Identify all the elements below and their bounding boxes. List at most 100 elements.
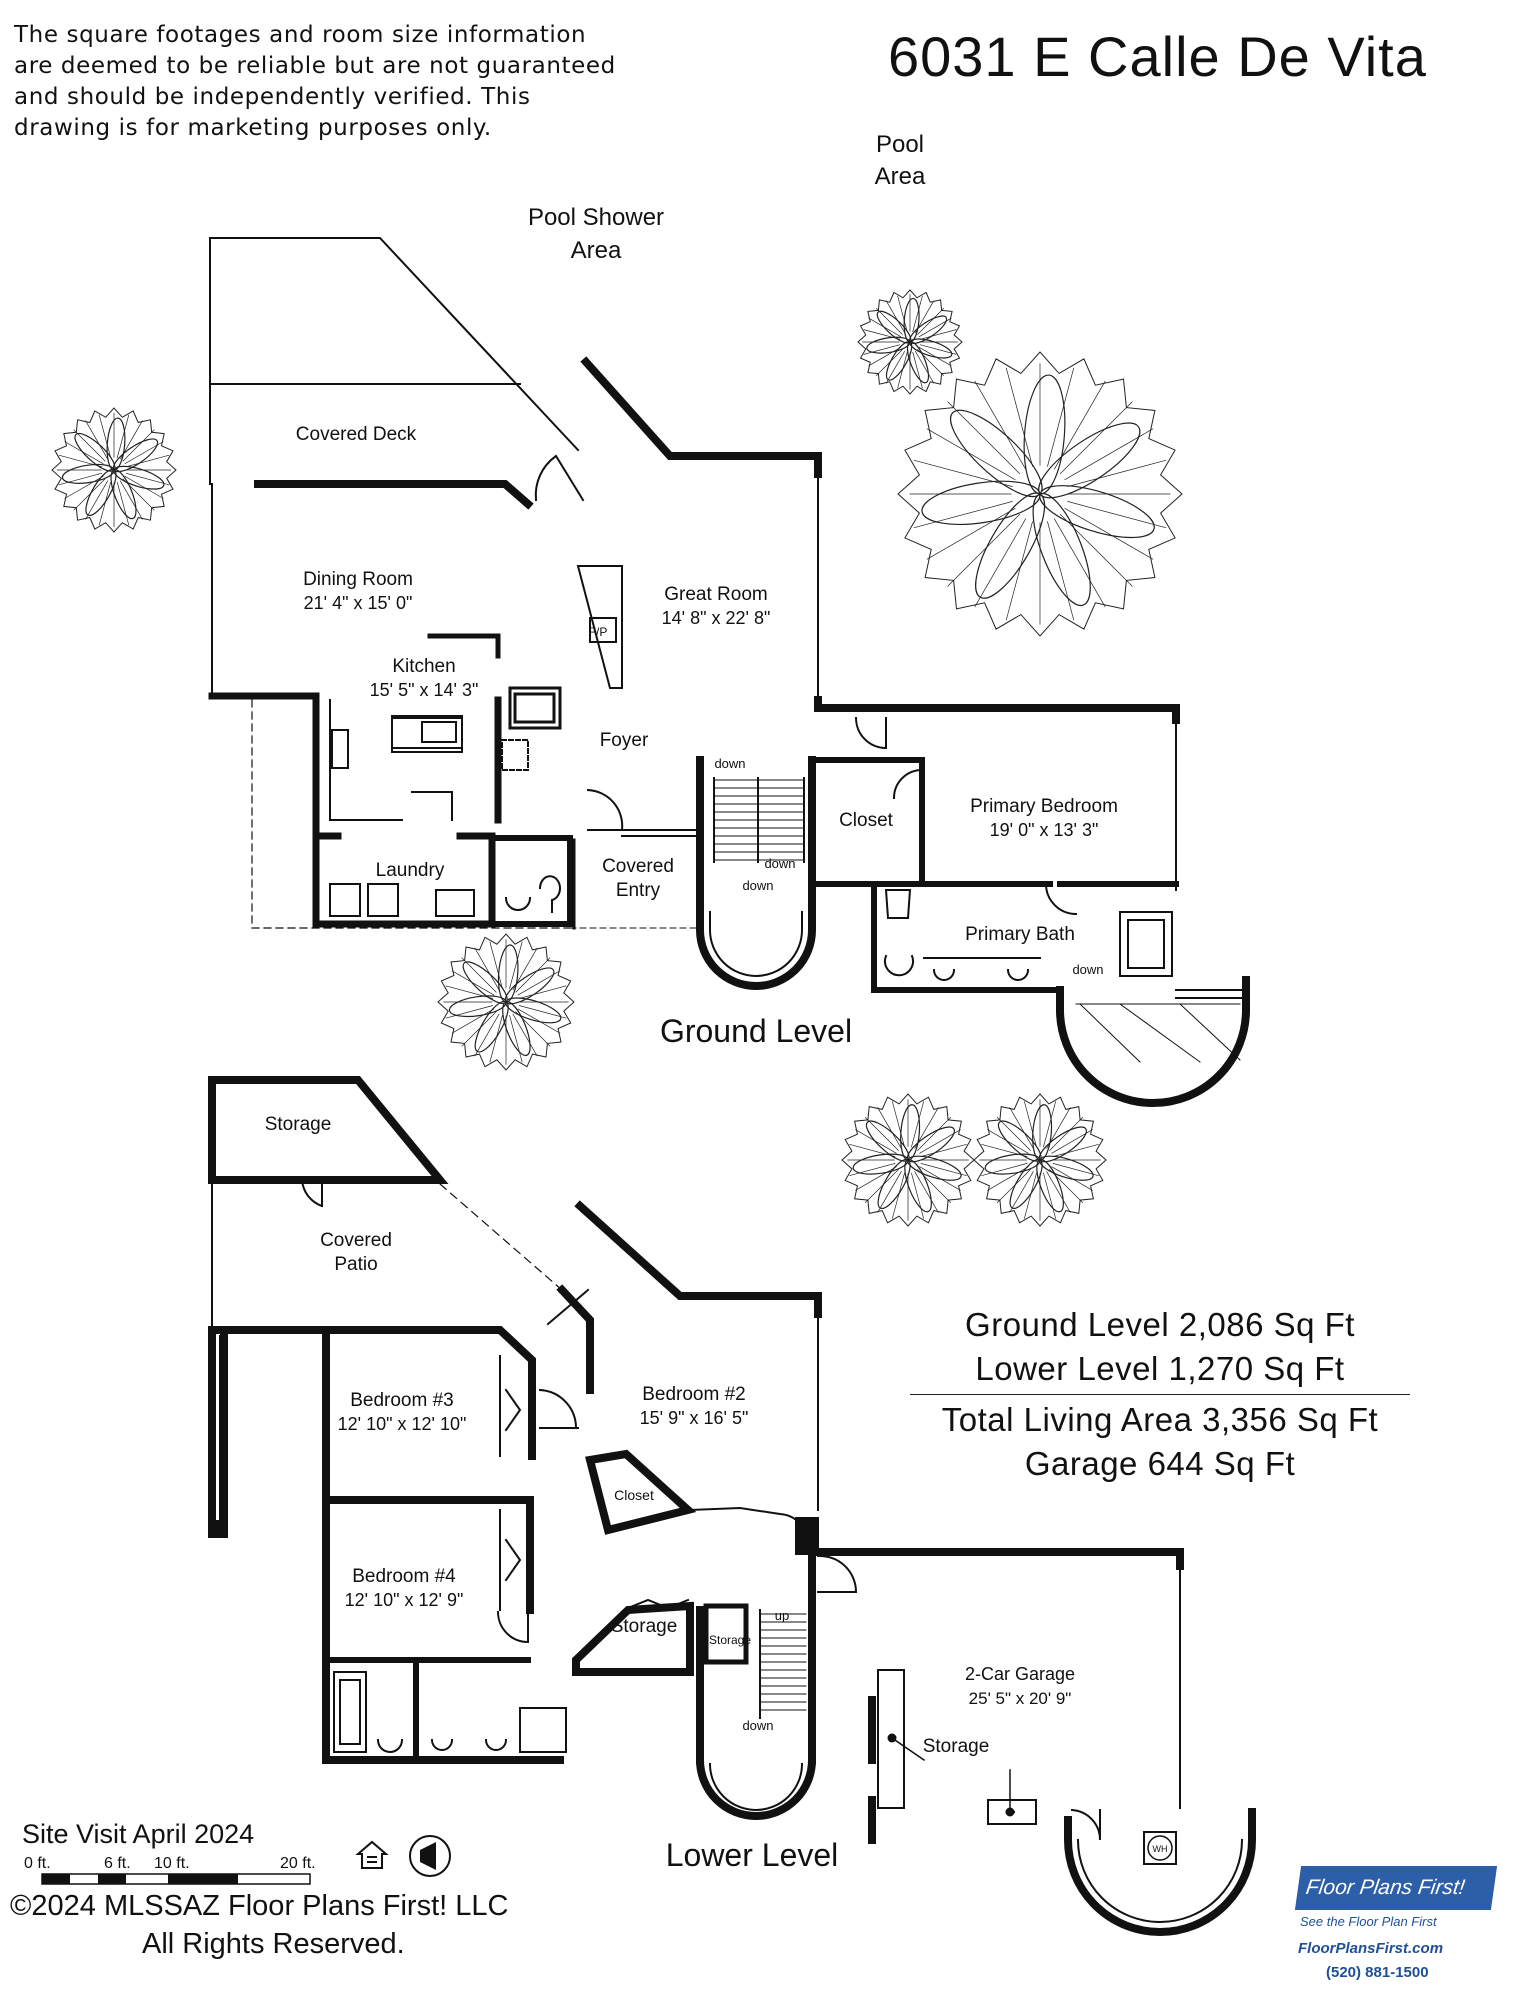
stair-down-label: down [742, 878, 773, 893]
garage-dot [887, 1733, 897, 1743]
tree-icon [841, 1093, 975, 1227]
bedroom3-door [538, 1388, 579, 1430]
great-room-size: 14' 8" x 22' 8" [662, 608, 771, 628]
floor-plans-first-logo: Floor Plans First! See the Floor Plan Fi… [1286, 1866, 1498, 1986]
scale-label: 6 ft. [104, 1855, 131, 1872]
laundry-label: Laundry [376, 860, 445, 881]
bath-door [1044, 882, 1078, 916]
primary-closet [815, 757, 925, 887]
entry-rail [621, 829, 701, 837]
lower-storage [572, 1601, 694, 1676]
covered-deck-outline [209, 237, 580, 485]
scale-label: 0 ft. [24, 1855, 51, 1872]
copyright-line: All Rights Reserved. [142, 1928, 405, 1960]
patio-diagonal [439, 1183, 563, 1291]
great-room-label: Great Room [664, 584, 767, 605]
disclaimer-line: The square footages and room size inform… [14, 22, 587, 48]
scale-bar-seg [168, 1874, 238, 1884]
summary-divider [910, 1394, 1410, 1395]
stair-rungs [713, 779, 805, 861]
garage-size: 25' 5" x 20' 9" [969, 1689, 1072, 1708]
lower-stair-round [695, 1755, 817, 1820]
logo-slogan: See the Floor Plan First [1300, 1914, 1437, 1929]
bedroom3-closet [499, 1355, 522, 1457]
dining-room-label: Dining Room [303, 569, 413, 590]
lower-storage-label: Storage [611, 1616, 678, 1637]
kitchen-north-wall-2 [427, 633, 501, 659]
powder-room [495, 835, 573, 927]
room-labels: Pool Area Pool Shower Area Covered Deck … [265, 131, 1168, 1873]
pool-shower-label: Area [571, 237, 622, 264]
kitchen-label: Kitchen [392, 656, 455, 677]
garage-storage-label: Storage [923, 1736, 990, 1757]
bath-toilet [884, 889, 914, 977]
tree-icon [51, 407, 177, 533]
stair-up-label: up [775, 1608, 789, 1623]
small-storage [703, 1603, 749, 1665]
site-visit-date: Site Visit April 2024 [22, 1819, 255, 1849]
scale-label: 10 ft. [154, 1855, 190, 1872]
kitchen-north-wall [208, 692, 320, 884]
primary-bath-walls [871, 881, 1179, 993]
scale-bar-seg [42, 1874, 70, 1884]
covered-patio-label: Covered [320, 1230, 392, 1251]
bedroom2-label: Bedroom #2 [642, 1384, 746, 1405]
foyer-door [586, 788, 624, 831]
garage-storage [877, 1669, 905, 1809]
ground-east-wall [814, 696, 1180, 724]
patio-rail [211, 1329, 221, 1531]
equal-housing-icon [355, 1840, 389, 1869]
kitchen-sink [331, 729, 349, 769]
stair-post [795, 1517, 819, 1555]
garage-area: Garage 644 Sq Ft [1024, 1445, 1296, 1482]
lower-stair-rungs [759, 1613, 807, 1711]
water-heater-tank [1147, 1835, 1173, 1861]
pantry [501, 739, 529, 771]
garage-label: 2-Car Garage [965, 1664, 1075, 1684]
lower-level-title: Lower Level [666, 1837, 839, 1873]
bedroom4-closet [499, 1509, 522, 1611]
bedroom4-size: 12' 10" x 12' 9" [345, 1590, 464, 1610]
total-living-area: Total Living Area 3,356 Sq Ft [941, 1401, 1379, 1438]
north-arrow-icon [409, 1835, 451, 1877]
storage-top-label: Storage [265, 1114, 332, 1135]
closet-lower-label: Closet [614, 1487, 654, 1503]
stair-down-label: down [742, 1718, 773, 1733]
logo-phone: (520) 881-1500 [1326, 1964, 1429, 1981]
lower-stair-round-inner [708, 1762, 804, 1811]
area-summary: Ground Level 2,086 Sq Ft Lower Level 1,2… [910, 1303, 1410, 1486]
garage-dot [1005, 1807, 1015, 1817]
kitchen-counter [329, 699, 463, 821]
laundry-fixtures [329, 883, 475, 917]
tree-icon [857, 289, 963, 395]
storage-door [300, 1178, 324, 1208]
primary-shower [1056, 976, 1250, 1107]
small-storage-label: Storage [709, 1633, 751, 1647]
copyright: ©2024 MLSSAZ Floor Plans First! LLC All … [10, 1887, 508, 1963]
closet-door [892, 768, 924, 800]
bedroom2-closet-doors [688, 1506, 810, 1548]
bedroom2-patio-door [546, 1288, 590, 1326]
tree-icon [437, 933, 575, 1071]
primary-shower-tile [1075, 1003, 1241, 1063]
garage-curved-door [1070, 1808, 1102, 1841]
lower-storage-doors [626, 1598, 690, 1610]
fireplace [576, 565, 623, 689]
covered-entry-label: Covered [602, 856, 674, 877]
primary-bedroom-label: Primary Bedroom [970, 796, 1118, 817]
fireplace-label: F/P [589, 625, 608, 639]
powder-fixtures [504, 875, 561, 913]
ground-level-area: Ground Level 2,086 Sq Ft [965, 1306, 1355, 1343]
laundry-walls [312, 832, 496, 928]
copyright-line: ©2024 MLSSAZ Floor Plans First! LLC [10, 1890, 509, 1922]
closet-label: Closet [839, 810, 894, 831]
stair-hall-round [696, 902, 816, 990]
bath-tub [1119, 911, 1173, 977]
ground-level-plan [208, 237, 1250, 1107]
patio-post [208, 1520, 228, 1538]
stair-down-label: down [1072, 962, 1103, 977]
hall-bath-fixtures [376, 1707, 567, 1753]
pool-area-label: Area [875, 163, 926, 190]
lower-stair-walls [696, 1544, 816, 1764]
